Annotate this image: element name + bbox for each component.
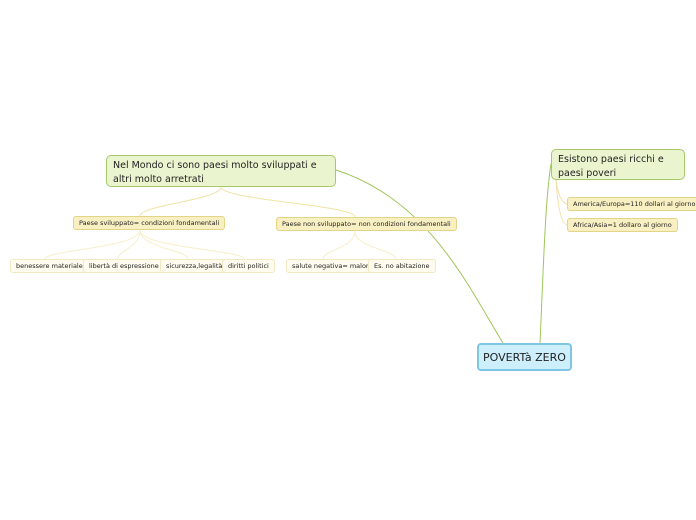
link-sviluppato-liberta <box>117 229 141 260</box>
link-root-esistono <box>539 163 552 344</box>
link-root-mondo <box>335 169 504 344</box>
link-sviluppato-sicurezza <box>139 229 189 260</box>
node-paese-non-sviluppato[interactable]: Paese non sviluppato= non condizioni fon… <box>276 217 457 231</box>
node-nel-mondo[interactable]: Nel Mondo ci sono paesi molto sviluppati… <box>106 155 336 187</box>
node-no-abitazione[interactable]: Es. no abitazione <box>368 259 436 273</box>
node-diritti-politici[interactable]: diritti politici <box>222 259 275 273</box>
node-esistono-paesi[interactable]: Esistono paesi ricchi e paesi poveri <box>551 149 685 180</box>
link-esistono-africa <box>555 179 568 226</box>
root-node-poverta-zero[interactable]: POVERTà ZERO <box>477 343 572 371</box>
node-benessere-materiale[interactable]: benessere materiale <box>10 259 89 273</box>
node-america-europa[interactable]: America/Europa=110 dollari al giorno <box>567 197 696 211</box>
link-nonsv-salute <box>322 230 356 260</box>
node-liberta-espressione[interactable]: libertà di espressione <box>83 259 165 273</box>
node-africa-asia[interactable]: Africa/Asia=1 dollaro al giorno <box>567 218 678 232</box>
link-mondo-sviluppato <box>139 186 222 217</box>
link-sviluppato-benessere <box>44 229 141 260</box>
link-sviluppato-diritti <box>139 229 245 260</box>
node-paese-sviluppato[interactable]: Paese sviluppato= condizioni fondamental… <box>73 216 226 230</box>
link-mondo-non-sviluppato <box>220 186 356 218</box>
node-salute-negativa[interactable]: salute negativa= malori <box>286 259 377 273</box>
link-nonsv-abitazione <box>354 230 397 260</box>
node-sicurezza-legalita[interactable]: sicurezza,legalità <box>160 259 229 273</box>
